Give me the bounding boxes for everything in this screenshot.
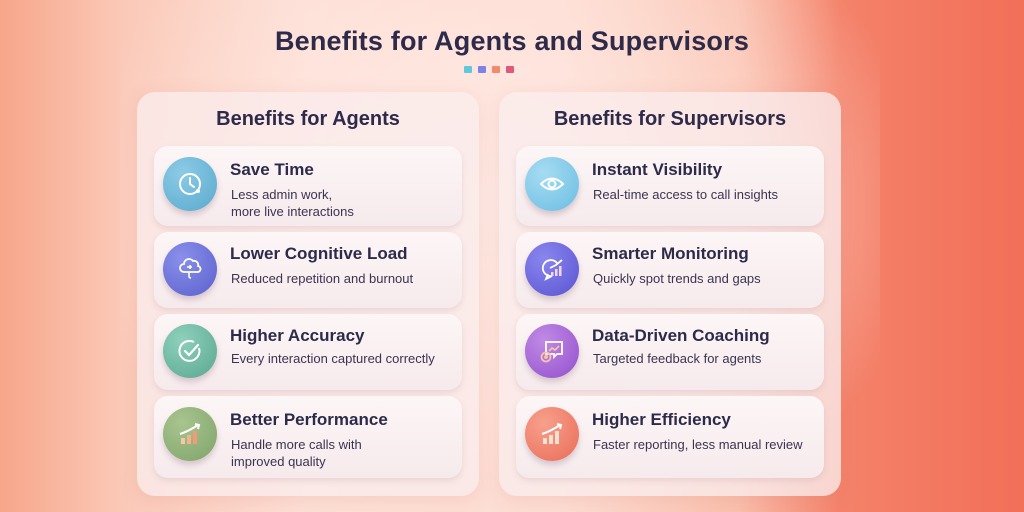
accent-dot xyxy=(506,66,514,73)
card-description: Less admin work, more live interactions xyxy=(231,187,354,219)
page-title: Benefits for Agents and Supervisors xyxy=(274,26,750,56)
card-description: Reduced repetition and burnout xyxy=(231,271,414,286)
card-description: Real-time access to call insights xyxy=(593,187,778,202)
brain-cloud-icon xyxy=(163,242,217,296)
benefit-card-better-performance: Better Performance Handle more calls wit… xyxy=(154,396,462,478)
card-title: Instant Visibility xyxy=(592,160,723,179)
coaching-icon xyxy=(525,324,579,378)
benefit-card-save-time: Save Time Less admin work, more live int… xyxy=(154,146,462,226)
growth-chart-icon xyxy=(163,407,217,461)
card-description: Every interaction captured correctly xyxy=(231,351,435,366)
accent-dot xyxy=(464,66,472,73)
benefit-card-higher-efficiency: Higher Efficiency Faster reporting, less… xyxy=(516,396,824,478)
agents-panel-title: Benefits for Agents xyxy=(216,108,400,130)
benefit-card-instant-visibility: Instant Visibility Real-time access to c… xyxy=(516,146,824,226)
card-title: Better Performance xyxy=(230,410,388,429)
card-title: Higher Accuracy xyxy=(230,326,365,345)
clock-icon xyxy=(163,157,217,211)
accent-dot xyxy=(478,66,486,73)
accent-dot xyxy=(492,66,500,73)
card-title: Save Time xyxy=(230,160,314,179)
supervisors-panel: Benefits for Supervisors Instant Visibil… xyxy=(499,92,841,496)
card-title: Lower Cognitive Load xyxy=(230,244,408,263)
card-title: Higher Efficiency xyxy=(592,410,731,429)
card-description: Faster reporting, less manual review xyxy=(593,437,803,452)
benefit-card-data-driven-coaching: Data-Driven Coaching Targeted feedback f… xyxy=(516,314,824,390)
benefit-card-lower-cognitive-load: Lower Cognitive Load Reduced repetition … xyxy=(154,232,462,308)
card-description: Handle more calls with improved quality xyxy=(231,437,362,469)
accent-dots xyxy=(464,66,514,73)
check-circle-icon xyxy=(163,324,217,378)
agents-panel: Benefits for Agents Save Time Less admin… xyxy=(137,92,479,496)
growth-chart-icon xyxy=(525,407,579,461)
benefit-card-smarter-monitoring: Smarter Monitoring Quickly spot trends a… xyxy=(516,232,824,308)
supervisors-panel-title: Benefits for Supervisors xyxy=(553,108,787,130)
card-description: Quickly spot trends and gaps xyxy=(593,271,761,286)
eye-icon xyxy=(525,157,579,211)
card-description: Targeted feedback for agents xyxy=(593,351,762,366)
card-title: Smarter Monitoring xyxy=(592,244,749,263)
chat-trend-icon xyxy=(525,242,579,296)
card-title: Data-Driven Coaching xyxy=(592,326,770,345)
benefit-card-higher-accuracy: Higher Accuracy Every interaction captur… xyxy=(154,314,462,390)
